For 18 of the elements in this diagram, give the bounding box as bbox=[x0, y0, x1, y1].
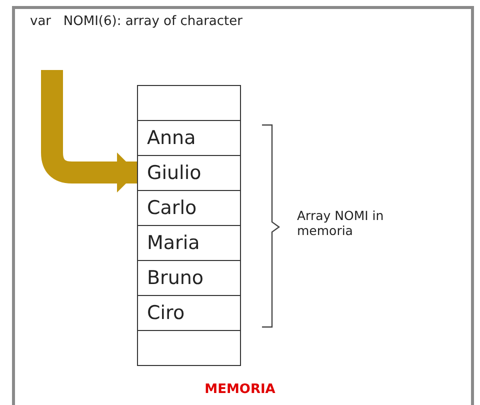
memory-cell bbox=[137, 225, 241, 261]
memory-cell bbox=[137, 85, 241, 121]
array-element-text: Giulio bbox=[147, 162, 202, 184]
array-element-text: Anna bbox=[147, 127, 196, 149]
memory-cell bbox=[137, 330, 241, 366]
bracket-label: Array NOMI in memoria bbox=[297, 208, 385, 238]
bent-arrow bbox=[41, 70, 137, 192]
memory-cell bbox=[137, 155, 241, 191]
caption: MEMORIA bbox=[204, 382, 276, 397]
array-element-text: Ciro bbox=[147, 302, 185, 324]
array-element-text: Maria bbox=[147, 232, 200, 254]
declaration-text: var NOMI(6): array of character bbox=[30, 14, 242, 29]
memory-cell bbox=[137, 260, 241, 296]
array-element-text: Carlo bbox=[147, 197, 197, 219]
memory-cell bbox=[137, 295, 241, 331]
array-element-text: Bruno bbox=[147, 267, 204, 289]
memory-cell bbox=[137, 190, 241, 226]
memory-cell bbox=[137, 120, 241, 156]
